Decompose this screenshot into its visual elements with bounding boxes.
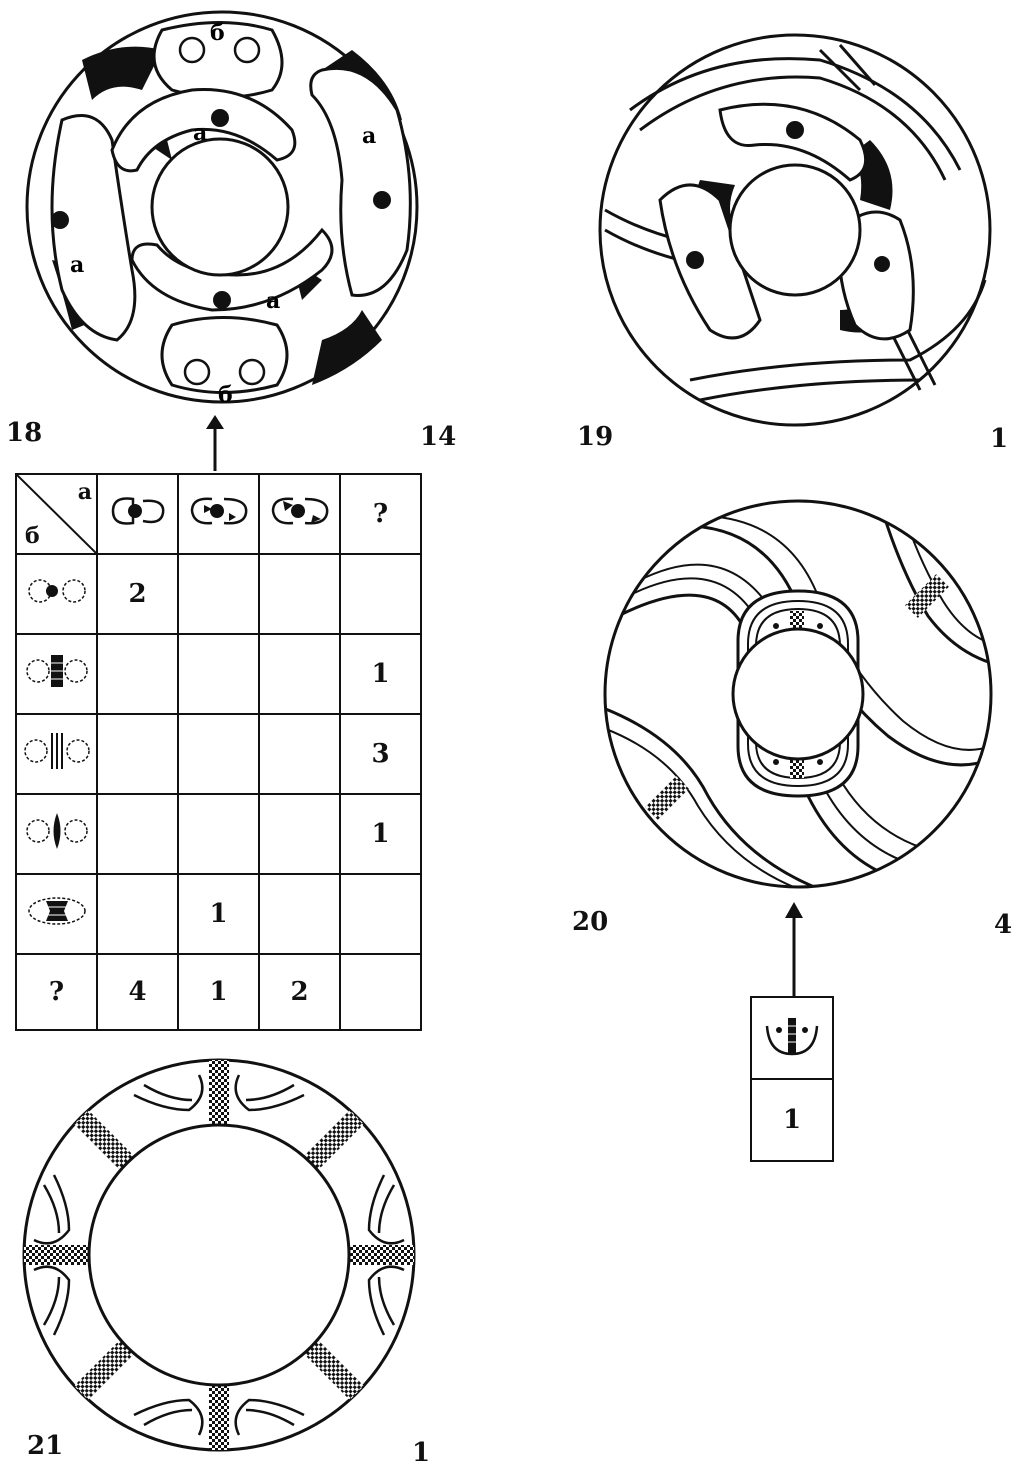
cell [340, 954, 421, 1030]
cell [259, 874, 340, 954]
figure-19-ornament [590, 30, 1000, 430]
corner-label-b: б [25, 523, 40, 549]
cell [178, 794, 259, 874]
table-row: 2 [16, 554, 421, 634]
table-header-row: а б ? [16, 474, 421, 554]
table-totals-row: ? 4 1 2 [16, 954, 421, 1030]
row-motif-3 [16, 714, 97, 794]
table-row: 1 [16, 794, 421, 874]
cell [259, 794, 340, 874]
motif-a2-icon [184, 491, 254, 531]
marker-a-3: а [70, 252, 84, 278]
figure-20-motif-table: 1 [750, 996, 834, 1162]
arrow-up-icon [203, 415, 227, 471]
header-motif-3 [259, 474, 340, 554]
cell: 3 [340, 714, 421, 794]
header-motif-2 [178, 474, 259, 554]
figure-20-count: 4 [994, 912, 1012, 938]
motif-c-count: 1 [751, 1079, 833, 1161]
figure-21-ornament [14, 1055, 424, 1455]
marker-a-1: а [193, 120, 207, 146]
motif-c-icon [757, 1010, 827, 1060]
figure-18-count: 14 [420, 424, 456, 450]
row-motif-5 [16, 874, 97, 954]
row-motif-1 [16, 554, 97, 634]
cell: 4 [97, 954, 178, 1030]
figure-20-number: 20 [572, 909, 608, 935]
table-row: 1 [16, 874, 421, 954]
cell: 2 [259, 954, 340, 1030]
pattern-combination-table: а б ? 2 1 3 [15, 473, 422, 1031]
figure-18-ornament: б б а а а а [22, 10, 432, 410]
cell [259, 634, 340, 714]
figure-21-count: 1 [412, 1440, 430, 1466]
cell [259, 554, 340, 634]
arrow-up-icon [782, 902, 806, 998]
table-corner-cell: а б [16, 474, 97, 554]
motif-b5-icon [22, 891, 92, 931]
cell: 1 [178, 954, 259, 1030]
cell [178, 634, 259, 714]
cell: 2 [97, 554, 178, 634]
cell [340, 554, 421, 634]
motif-c-cell [751, 997, 833, 1079]
marker-a-4: а [266, 288, 280, 314]
marker-b-bottom: б [218, 382, 233, 408]
figure-18-number: 18 [6, 420, 42, 446]
motif-b1-icon [22, 576, 92, 606]
cell: 1 [340, 794, 421, 874]
motif-b3-icon [22, 731, 92, 771]
marker-b-top: б [210, 20, 225, 46]
table-row: 3 [16, 714, 421, 794]
totals-label: ? [16, 954, 97, 1030]
figure-19-count: 1 [990, 426, 1008, 452]
motif-a3-icon [265, 491, 335, 531]
motif-b2-icon [22, 651, 92, 691]
cell [97, 634, 178, 714]
cell [178, 714, 259, 794]
row-motif-2 [16, 634, 97, 714]
motif-b4-icon [22, 811, 92, 851]
corner-label-a: а [78, 479, 92, 505]
figure-19-number: 19 [577, 424, 613, 450]
header-motif-1 [97, 474, 178, 554]
row-motif-4 [16, 794, 97, 874]
cell [178, 554, 259, 634]
header-unknown: ? [340, 474, 421, 554]
table-row: 1 [16, 634, 421, 714]
cell [97, 874, 178, 954]
cell [97, 794, 178, 874]
cell [340, 874, 421, 954]
cell: 1 [340, 634, 421, 714]
motif-a1-icon [103, 491, 173, 531]
marker-a-2: а [362, 123, 376, 149]
cell: 1 [178, 874, 259, 954]
figure-20-ornament [598, 496, 1002, 896]
cell [259, 714, 340, 794]
cell [97, 714, 178, 794]
figure-21-number: 21 [27, 1433, 63, 1459]
